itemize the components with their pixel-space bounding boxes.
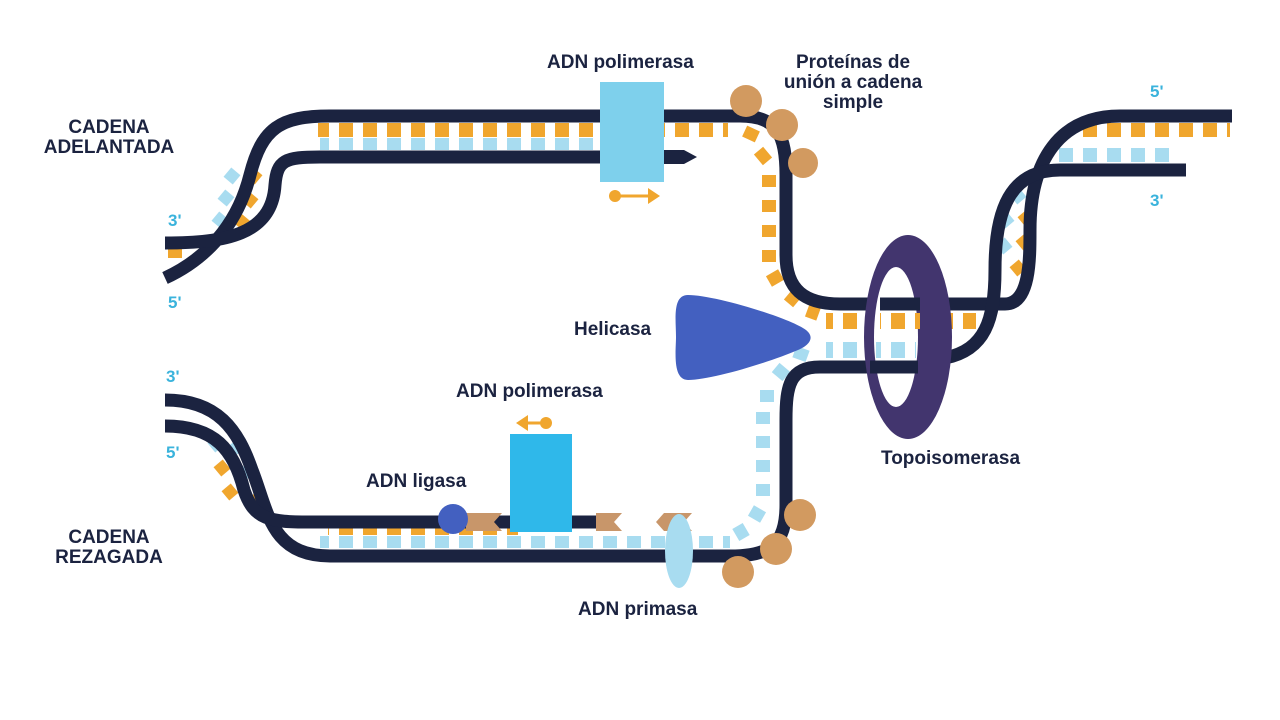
upper-template-strand bbox=[162, 109, 1000, 311]
bases-upper-new bbox=[320, 138, 600, 150]
leading-strand-label: CADENA ADELANTADA bbox=[43, 117, 175, 158]
ligase-label: ADN ligasa bbox=[366, 471, 467, 492]
ssb-protein-2 bbox=[766, 109, 798, 141]
right-bottom-3-prime: 3' bbox=[1150, 191, 1164, 210]
primer-2 bbox=[596, 513, 622, 531]
bases-right-blue bbox=[1058, 148, 1178, 162]
polymerase-bottom-label: ADN polimerasa bbox=[456, 381, 603, 402]
primase-label: ADN primasa bbox=[578, 599, 698, 620]
dna-primase bbox=[665, 514, 693, 588]
ssb-proteins bbox=[722, 85, 818, 588]
lower-right-helix-strand bbox=[943, 163, 1186, 365]
ssb-protein-6 bbox=[722, 556, 754, 588]
bases-lower-blue bbox=[320, 536, 730, 548]
ssb-proteins-label: Proteínas de unión a cadena simple bbox=[783, 52, 923, 113]
polymerase-top-label: ADN polimerasa bbox=[547, 52, 694, 73]
helicase-label: Helicasa bbox=[574, 319, 652, 340]
polymerase-bottom bbox=[510, 434, 572, 532]
primer-1 bbox=[466, 513, 502, 531]
dna-ligase bbox=[438, 504, 468, 534]
lagging-direction-arrow bbox=[516, 415, 552, 431]
bases-ring-orange bbox=[880, 313, 920, 329]
bases-lower-orange bbox=[328, 528, 518, 535]
leading-direction-arrow bbox=[609, 188, 660, 204]
helicase bbox=[675, 295, 811, 380]
ssb-protein-3 bbox=[788, 148, 818, 178]
left-upper-3-prime: 3' bbox=[168, 211, 182, 230]
topoisomerase-label: Topoisomerasa bbox=[881, 448, 1021, 469]
dna-backbones bbox=[162, 109, 1232, 563]
left-upper-5-prime: 5' bbox=[168, 293, 182, 312]
upper-new-strand bbox=[164, 150, 600, 250]
lower-template-strand bbox=[990, 109, 1232, 311]
right-top-5-prime: 5' bbox=[1150, 82, 1164, 101]
strand-through-topoisomerase bbox=[870, 297, 920, 374]
bases-upper-template bbox=[318, 123, 728, 137]
left-lower-3-prime: 3' bbox=[166, 367, 180, 386]
polymerase-top bbox=[600, 82, 664, 182]
ssb-protein-4 bbox=[784, 499, 816, 531]
bases-ring-blue bbox=[876, 342, 916, 358]
lagging-strand-label: CADENA REZAGADA bbox=[55, 527, 163, 568]
ssb-protein-1 bbox=[730, 85, 762, 117]
bases-lower-curve bbox=[732, 345, 810, 542]
left-lower-5-prime: 5' bbox=[166, 443, 180, 462]
ssb-protein-5 bbox=[760, 533, 792, 565]
topoisomerase bbox=[864, 235, 952, 439]
middle-lower-strand bbox=[164, 360, 870, 563]
bases-right-orange bbox=[1080, 123, 1230, 137]
lagging-new-strand bbox=[164, 419, 600, 529]
